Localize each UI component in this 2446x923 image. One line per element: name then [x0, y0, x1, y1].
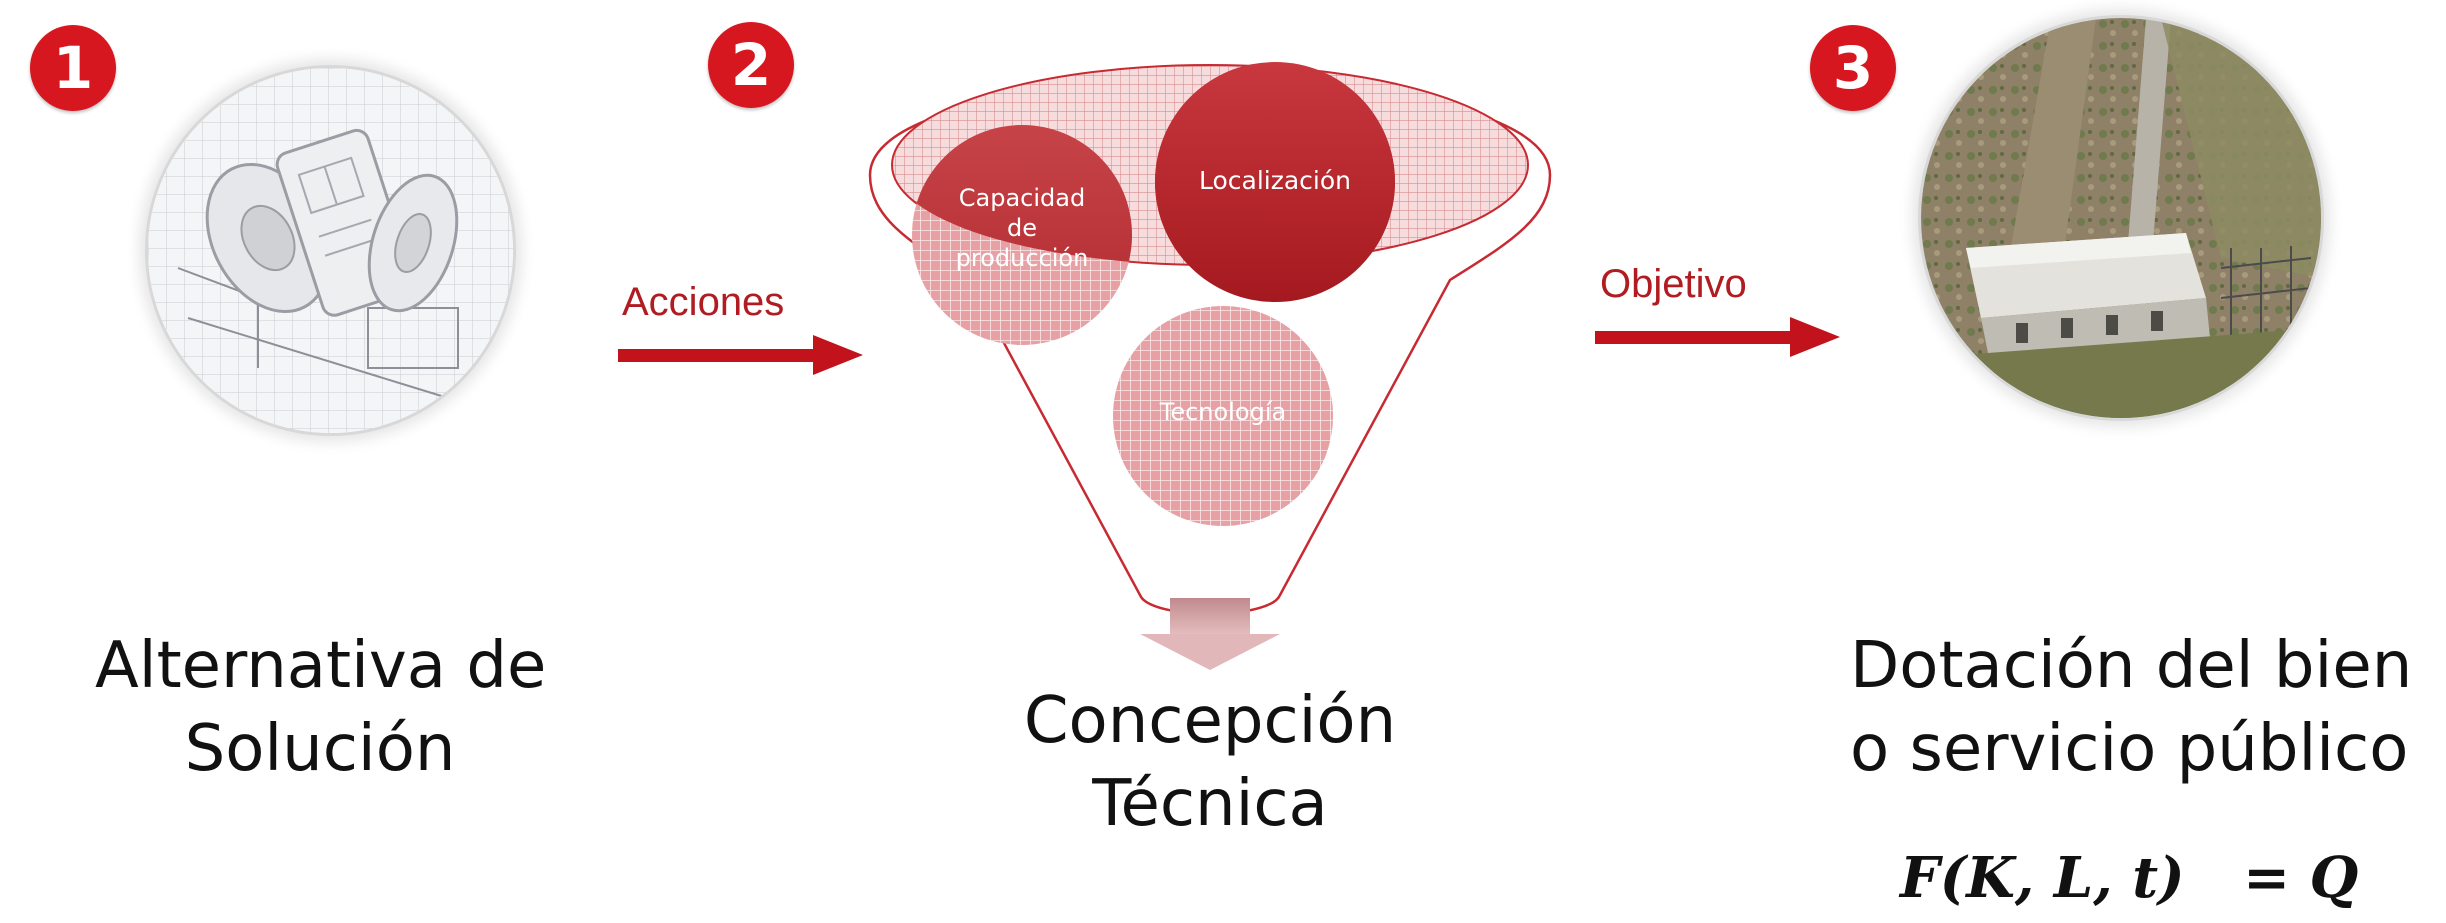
tecnologia-label: Tecnología	[1159, 398, 1286, 426]
capacidad-label-line1: Capacidad	[959, 184, 1085, 212]
step-2-caption-line1: Concepción	[1023, 684, 1397, 758]
step-3-badge: 3	[1810, 25, 1896, 111]
step-1-caption-line2: Solución	[184, 712, 456, 787]
step-3-caption-line2: o servicio público	[1850, 712, 2409, 787]
blueprint-rolls-icon	[148, 68, 513, 433]
step-2-badge: 2	[708, 22, 794, 108]
capacidad-label-line2: de	[1007, 214, 1037, 242]
technical-conception-funnel: Capacidad de producción Localización Tec…	[868, 62, 1552, 670]
capacidad-label-line3: producción	[956, 244, 1089, 272]
facility-aerial-icon	[1921, 18, 2321, 418]
acciones-label: Acciones	[622, 280, 785, 324]
step-3-caption-line1: Dotación del bien	[1850, 629, 2413, 703]
localizacion-label: Localización	[1199, 166, 1351, 195]
step-1-badge: 1	[30, 25, 116, 111]
objetivo-label: Objetivo	[1600, 262, 1747, 306]
step-2-caption-line2: Técnica	[1092, 767, 1328, 842]
production-formula: F(K, L, t) = Q	[1900, 845, 2359, 911]
step-1-caption-line1: Alternativa de	[95, 629, 547, 703]
facility-photo	[1918, 15, 2324, 421]
down-arrow-icon	[1140, 598, 1280, 670]
tecnologia-circle	[1113, 306, 1333, 526]
objetivo-arrow-icon	[1595, 317, 1840, 357]
step-2-caption: Concepción Técnica	[960, 680, 1460, 846]
step-1-caption: Alternativa de Solución	[95, 625, 547, 791]
step-3-caption: Dotación del bien o servicio público	[1850, 625, 2413, 791]
blueprint-photo	[145, 65, 516, 436]
acciones-arrow-icon	[618, 335, 863, 375]
